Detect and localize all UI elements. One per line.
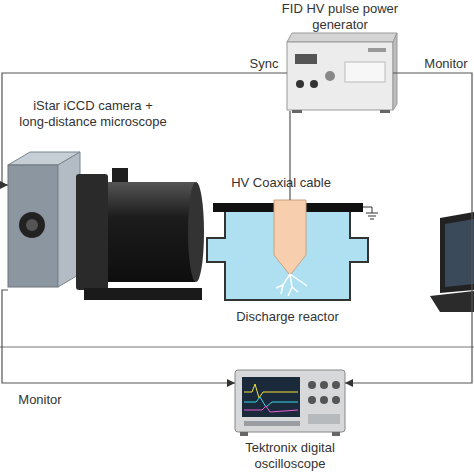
device-front bbox=[287, 42, 393, 110]
device-display bbox=[295, 54, 317, 64]
scope-knob bbox=[332, 381, 340, 389]
reactor-vessel bbox=[207, 200, 378, 300]
edge-label: Monitor bbox=[10, 392, 70, 408]
camera-front bbox=[8, 165, 58, 287]
reactor-box: Discharge reactor bbox=[205, 200, 370, 302]
water bbox=[207, 238, 225, 262]
scope-foot bbox=[332, 432, 340, 436]
generator-device bbox=[287, 33, 397, 113]
edge-label: Sync bbox=[244, 56, 284, 72]
camera-box: iStar iCCD camera + long-distance micros… bbox=[8, 145, 205, 305]
device-knob bbox=[325, 71, 335, 81]
device-foot bbox=[292, 110, 302, 113]
edge-label: Monitor bbox=[418, 56, 474, 72]
node-label: Discharge reactor bbox=[205, 309, 370, 325]
waveform bbox=[244, 406, 298, 412]
oscilloscope-device bbox=[235, 370, 345, 436]
scope-screen bbox=[242, 377, 300, 417]
device-top bbox=[287, 33, 397, 42]
scope-knob bbox=[332, 396, 340, 404]
microscope-knob bbox=[112, 168, 128, 182]
wire bbox=[0, 347, 474, 348]
ground-symbol bbox=[370, 219, 374, 220]
laptop-lid bbox=[440, 212, 474, 293]
scope-inputs bbox=[308, 414, 340, 424]
camera-port bbox=[19, 212, 45, 238]
microscope-collar bbox=[76, 174, 108, 290]
camera-port-inner bbox=[26, 219, 38, 231]
waveform bbox=[244, 397, 298, 407]
laptop-base bbox=[430, 291, 474, 312]
device-panel bbox=[345, 62, 385, 82]
connector bbox=[2, 73, 287, 185]
discharge-streamer bbox=[276, 274, 307, 296]
scope-knob bbox=[308, 396, 316, 404]
device-connector bbox=[296, 80, 304, 88]
ground-symbol bbox=[368, 216, 376, 217]
laptop-screen bbox=[445, 219, 474, 287]
waveform bbox=[244, 384, 298, 398]
scope-body bbox=[235, 370, 345, 432]
scope-buttons bbox=[244, 421, 300, 426]
generator-box: FID HV pulse power generator bbox=[287, 33, 393, 111]
connector bbox=[345, 73, 472, 383]
scope-knob bbox=[308, 381, 316, 389]
node-label: Tektronix digital oscilloscope bbox=[225, 440, 355, 472]
laptop bbox=[430, 212, 474, 312]
connector bbox=[2, 290, 235, 383]
electrode bbox=[274, 200, 306, 274]
edge-label: HV Coaxial cable bbox=[226, 175, 336, 191]
water bbox=[350, 238, 368, 262]
scope-knob bbox=[320, 381, 328, 389]
scope-foot bbox=[240, 432, 248, 436]
device-connector bbox=[310, 80, 318, 88]
device-logo bbox=[368, 48, 386, 52]
camera-device bbox=[8, 152, 204, 300]
node-label: FID HV pulse power generator bbox=[270, 1, 410, 33]
microscope-end bbox=[188, 182, 204, 282]
ground-wire bbox=[363, 207, 372, 208]
node-label: iStar iCCD camera + long-distance micros… bbox=[18, 98, 168, 130]
scope-knob bbox=[320, 396, 328, 404]
microscope-base bbox=[84, 288, 202, 300]
device-foot bbox=[380, 110, 390, 113]
ground-symbol bbox=[366, 213, 378, 214]
ground-wire bbox=[372, 207, 373, 213]
device-side bbox=[393, 33, 397, 110]
oscilloscope-box: Tektronix digital oscilloscope bbox=[235, 368, 345, 436]
